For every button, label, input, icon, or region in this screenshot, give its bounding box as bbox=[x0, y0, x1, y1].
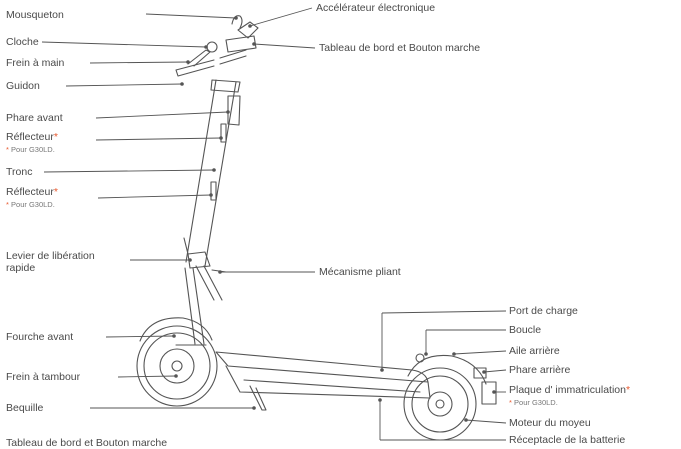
note-plaque: * Pour G30LD. bbox=[509, 398, 558, 407]
quick-release-lever bbox=[183, 237, 211, 269]
leader-lines bbox=[41, 7, 507, 441]
label-reflecteur-1: Réflecteur* bbox=[6, 131, 58, 143]
hand-brake bbox=[187, 49, 211, 67]
label-mecanisme-pliant: Mécanisme pliant bbox=[319, 266, 401, 278]
throttle bbox=[237, 21, 259, 39]
front-wheel bbox=[136, 325, 218, 407]
rear-light bbox=[473, 367, 487, 379]
label-phare-arriere: Phare arrière bbox=[509, 364, 571, 376]
label-mousqueton: Mousqueton bbox=[6, 9, 64, 21]
label-tronc: Tronc bbox=[6, 166, 33, 178]
rear-wheel bbox=[403, 367, 477, 441]
label-reflecteur-2: Réflecteur* bbox=[6, 186, 58, 198]
label-accelerateur: Accélérateur électronique bbox=[316, 2, 436, 14]
leader-dots bbox=[172, 16, 496, 422]
handlebar bbox=[175, 49, 247, 77]
reflector-1-shape bbox=[220, 123, 227, 143]
deck bbox=[215, 351, 429, 383]
bell bbox=[206, 41, 218, 53]
label-port-charge: Port de charge bbox=[509, 305, 578, 317]
reflector-2-shape bbox=[210, 181, 217, 201]
dashboard bbox=[225, 35, 257, 53]
front-fender bbox=[139, 317, 213, 342]
note-reflecteur-2: * Pour G30LD. bbox=[6, 200, 55, 209]
bottom-caption: Tableau de bord et Bouton marche bbox=[6, 437, 168, 449]
rear-fender bbox=[407, 354, 487, 385]
kickstand bbox=[249, 385, 267, 411]
label-levier-line1: Levier de libération bbox=[6, 250, 95, 262]
label-boucle: Boucle bbox=[509, 324, 542, 336]
note-reflecteur-1: * Pour G30LD. bbox=[6, 145, 55, 154]
carabiner bbox=[231, 15, 243, 29]
headlight bbox=[227, 95, 241, 126]
label-bequille: Bequille bbox=[6, 402, 44, 414]
label-guidon: Guidon bbox=[6, 80, 40, 92]
label-tableau-bord: Tableau de bord et Bouton marche bbox=[319, 42, 481, 54]
label-receptacle: Réceptacle de la batterie bbox=[509, 434, 626, 446]
label-moteur: Moteur du moyeu bbox=[509, 417, 591, 429]
label-plaque: Plaque d' immatriculation* bbox=[509, 384, 631, 396]
label-frein-tambour: Frein à tambour bbox=[6, 371, 81, 383]
license-plate bbox=[481, 381, 497, 405]
stem bbox=[185, 79, 237, 267]
label-frein-main: Frein à main bbox=[6, 57, 65, 69]
front-fork bbox=[175, 267, 207, 346]
label-levier-line2: rapide bbox=[6, 262, 36, 274]
label-fourche-avant: Fourche avant bbox=[6, 331, 74, 343]
label-phare-avant: Phare avant bbox=[6, 112, 63, 124]
label-aile-arriere: Aile arrière bbox=[509, 345, 560, 357]
charging-port bbox=[415, 353, 425, 363]
label-cloche: Cloche bbox=[6, 36, 39, 48]
